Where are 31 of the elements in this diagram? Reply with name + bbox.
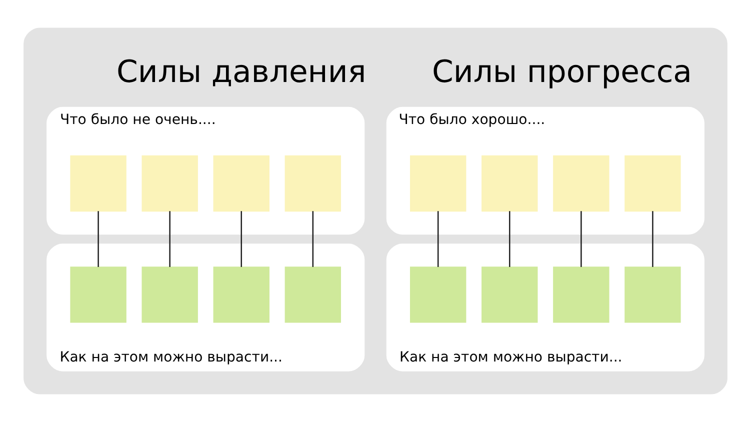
connector bbox=[98, 211, 99, 267]
connector bbox=[312, 211, 314, 267]
connector bbox=[169, 211, 170, 267]
node-box bbox=[410, 155, 466, 212]
node-box bbox=[553, 266, 610, 323]
connector bbox=[240, 211, 242, 267]
node-box bbox=[284, 155, 341, 212]
node-box bbox=[142, 155, 198, 212]
cluster: Как на этом можно вырасти... bbox=[46, 244, 365, 372]
node-box bbox=[213, 266, 270, 323]
node-box bbox=[410, 266, 466, 323]
connector bbox=[509, 211, 510, 267]
connector bbox=[652, 211, 654, 267]
node-box bbox=[624, 266, 681, 323]
node-box bbox=[142, 266, 198, 323]
node-box bbox=[482, 155, 538, 212]
node-box bbox=[284, 266, 341, 323]
connector bbox=[437, 211, 439, 267]
label: Силы прогресса bbox=[432, 55, 692, 90]
connector bbox=[580, 211, 582, 267]
node-box bbox=[70, 266, 126, 323]
cluster: Что было хорошо.... bbox=[386, 106, 704, 235]
node-box bbox=[70, 155, 126, 212]
node-box bbox=[482, 266, 538, 323]
label: Силы давления bbox=[116, 55, 366, 90]
node-box bbox=[553, 155, 610, 212]
cluster: Что было не очень.... bbox=[46, 106, 365, 235]
node-box bbox=[624, 155, 681, 212]
node-box bbox=[213, 155, 270, 212]
cluster bbox=[24, 28, 728, 394]
cluster: Как на этом можно вырасти... bbox=[386, 244, 704, 372]
